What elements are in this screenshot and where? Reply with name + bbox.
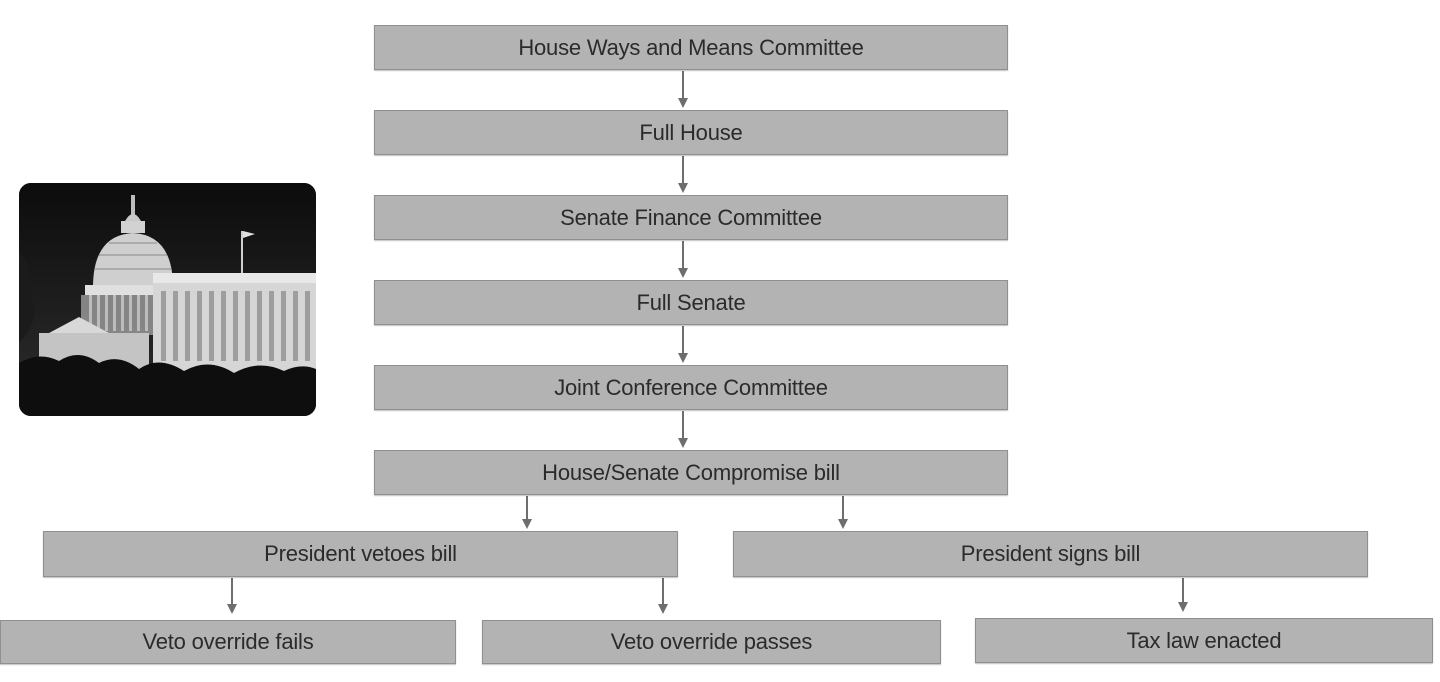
box-president-signs-bill: President signs bill	[733, 531, 1368, 577]
box-full-house: Full House	[374, 110, 1008, 155]
box-house-ways-means-committee: House Ways and Means Committee	[374, 25, 1008, 70]
box-joint-conference-committee: Joint Conference Committee	[374, 365, 1008, 410]
box-senate-finance-committee: Senate Finance Committee	[374, 195, 1008, 240]
box-full-senate: Full Senate	[374, 280, 1008, 325]
box-veto-override-passes: Veto override passes	[482, 620, 941, 664]
box-tax-law-enacted: Tax law enacted	[975, 618, 1433, 663]
box-veto-override-fails: Veto override fails	[0, 620, 456, 664]
capitol-building-image	[19, 183, 316, 416]
box-house-senate-compromise-bill: House/Senate Compromise bill	[374, 450, 1008, 495]
capitol-building-photo	[19, 183, 316, 416]
box-president-vetoes-bill: President vetoes bill	[43, 531, 678, 577]
